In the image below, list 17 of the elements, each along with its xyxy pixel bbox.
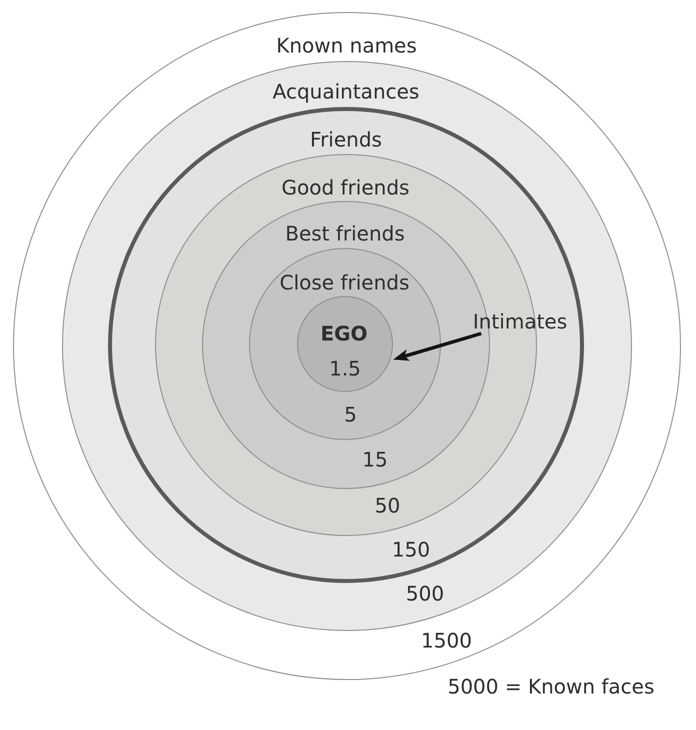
callout-text: Intimates (472, 310, 568, 334)
ring-title: Known names (276, 34, 417, 57)
ring-title: Best friends (285, 222, 405, 246)
arrow (393, 332, 482, 361)
ring-title: Close friends (280, 271, 410, 294)
center-title: EGO (320, 322, 368, 346)
ring-title: Friends (310, 128, 382, 152)
ring-value: 150 (392, 538, 430, 562)
note-text: 5000 = Known faces (448, 676, 654, 698)
ring-value: 500 (406, 582, 444, 606)
center-value: 1.5 (329, 358, 361, 380)
ring-value: 1500 (421, 629, 472, 652)
ring-value: 5 (344, 403, 357, 426)
ring-value: 15 (362, 448, 388, 472)
ring-value: 50 (374, 494, 400, 517)
ring-title: Acquaintances (272, 80, 420, 104)
ring-title: Good friends (282, 176, 410, 199)
